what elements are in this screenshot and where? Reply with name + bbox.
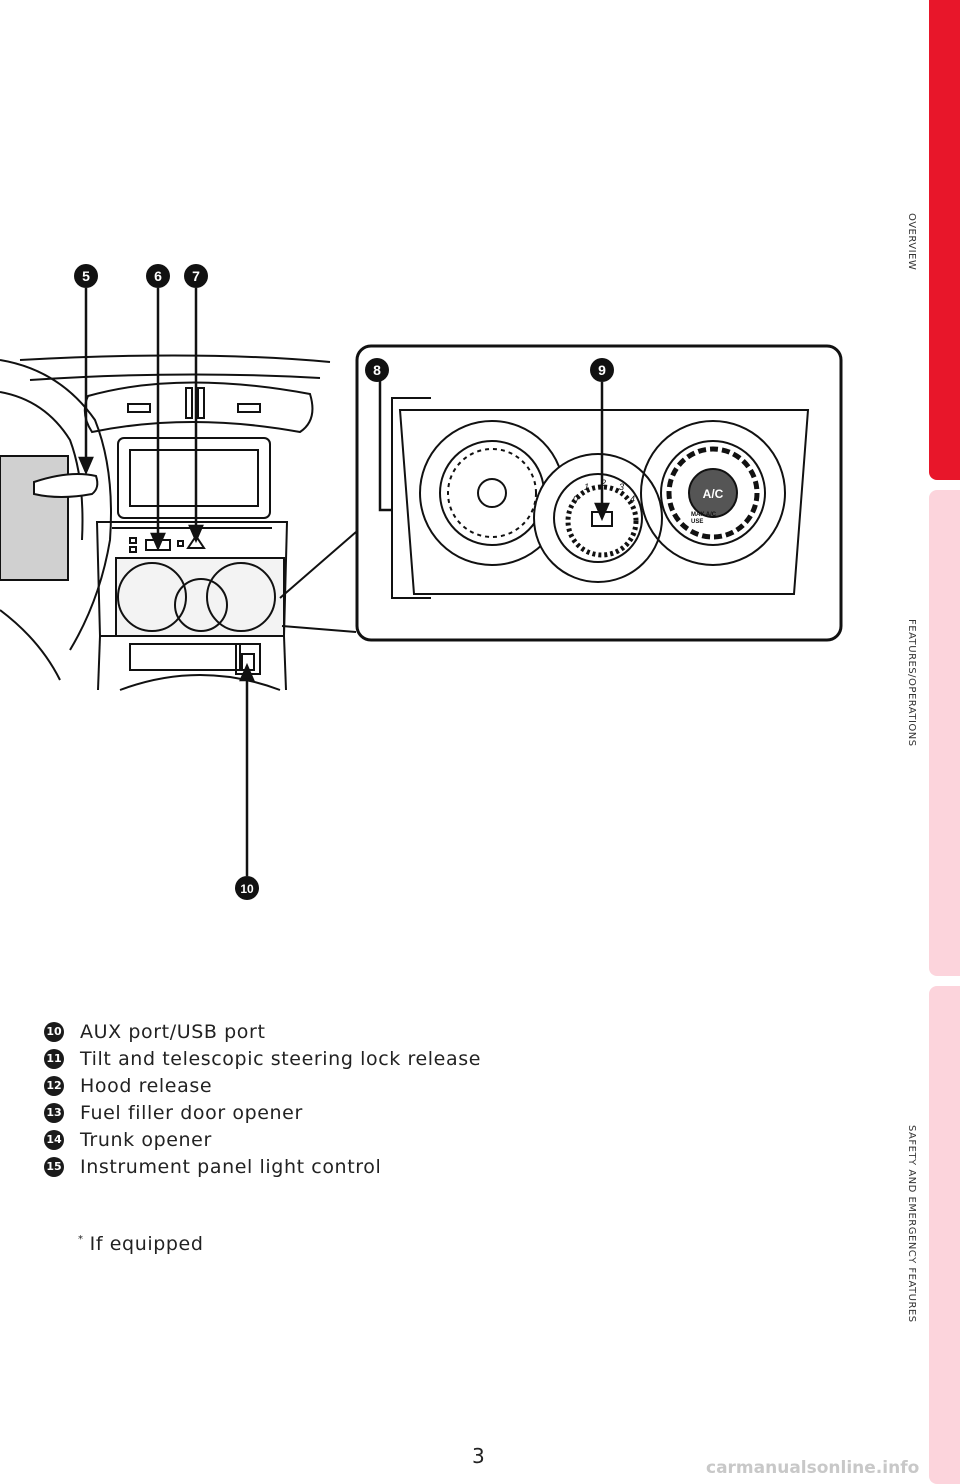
legend-text: Instrument panel light control bbox=[80, 1155, 382, 1178]
tab-overview[interactable] bbox=[929, 0, 960, 480]
watermark: carmanualsonline.info bbox=[706, 1458, 920, 1478]
fan-speed-0: 0 bbox=[573, 494, 578, 504]
legend-text: Trunk opener bbox=[80, 1128, 212, 1151]
footnote-mark: * bbox=[78, 1234, 84, 1245]
legend-number-badge: 15 bbox=[44, 1156, 64, 1177]
legend-number-badge: 10 bbox=[44, 1021, 64, 1042]
fan-speed-3: 3 bbox=[619, 482, 624, 492]
svg-text:5: 5 bbox=[82, 268, 90, 284]
legend-item: 10 AUX port/USB port bbox=[44, 1018, 481, 1045]
svg-text:7: 7 bbox=[192, 268, 200, 284]
ac-label: A/C bbox=[703, 487, 724, 501]
svg-text:6: 6 bbox=[154, 268, 162, 284]
legend-number-badge: 14 bbox=[44, 1129, 64, 1150]
tab-overview-label: OVERVIEW bbox=[906, 213, 917, 271]
legend-list: 10 AUX port/USB port 11 Tilt and telesco… bbox=[44, 1018, 481, 1180]
legend-text: AUX port/USB port bbox=[80, 1020, 266, 1043]
legend-item: 12 Hood release bbox=[44, 1072, 481, 1099]
page-number: 3 bbox=[472, 1444, 485, 1468]
legend-text: Tilt and telescopic steering lock releas… bbox=[80, 1047, 481, 1070]
svg-text:8: 8 bbox=[373, 362, 381, 378]
tab-features-operations[interactable] bbox=[929, 490, 960, 976]
svg-text:10: 10 bbox=[240, 882, 254, 896]
fan-speed-1: 1 bbox=[584, 482, 589, 492]
legend-number-badge: 11 bbox=[44, 1048, 64, 1069]
legend-item: 14 Trunk opener bbox=[44, 1126, 481, 1153]
callout-9: 9 bbox=[590, 358, 614, 382]
dashboard-illustration: A/C MAX A/C USE 0 1 2 3 4 5 6 7 8 9 bbox=[0, 264, 843, 900]
footnote-text: If equipped bbox=[89, 1233, 204, 1255]
legend-text: Hood release bbox=[80, 1074, 213, 1097]
legend-number-badge: 12 bbox=[44, 1075, 64, 1096]
callout-10: 10 bbox=[235, 876, 259, 900]
tab-safety-emergency[interactable] bbox=[929, 986, 960, 1484]
callout-8: 8 bbox=[365, 358, 389, 382]
max-ac-use-label: USE bbox=[691, 519, 703, 525]
callout-5: 5 bbox=[74, 264, 98, 288]
tab-safety-label: SAFETY AND EMERGENCY FEATURES bbox=[906, 1125, 917, 1323]
legend-item: 13 Fuel filler door opener bbox=[44, 1099, 481, 1126]
callout-6: 6 bbox=[146, 264, 170, 288]
legend-number-badge: 13 bbox=[44, 1102, 64, 1123]
legend-text: Fuel filler door opener bbox=[80, 1101, 303, 1124]
legend-item: 15 Instrument panel light control bbox=[44, 1153, 481, 1180]
max-ac-label: MAX A/C bbox=[691, 512, 717, 518]
legend-item: 11 Tilt and telescopic steering lock rel… bbox=[44, 1045, 481, 1072]
footnote: * If equipped bbox=[78, 1233, 203, 1255]
tab-features-label: FEATURES/OPERATIONS bbox=[906, 619, 917, 747]
callout-7: 7 bbox=[184, 264, 208, 288]
fan-speed-4: 4 bbox=[630, 494, 635, 504]
svg-text:9: 9 bbox=[598, 362, 606, 378]
